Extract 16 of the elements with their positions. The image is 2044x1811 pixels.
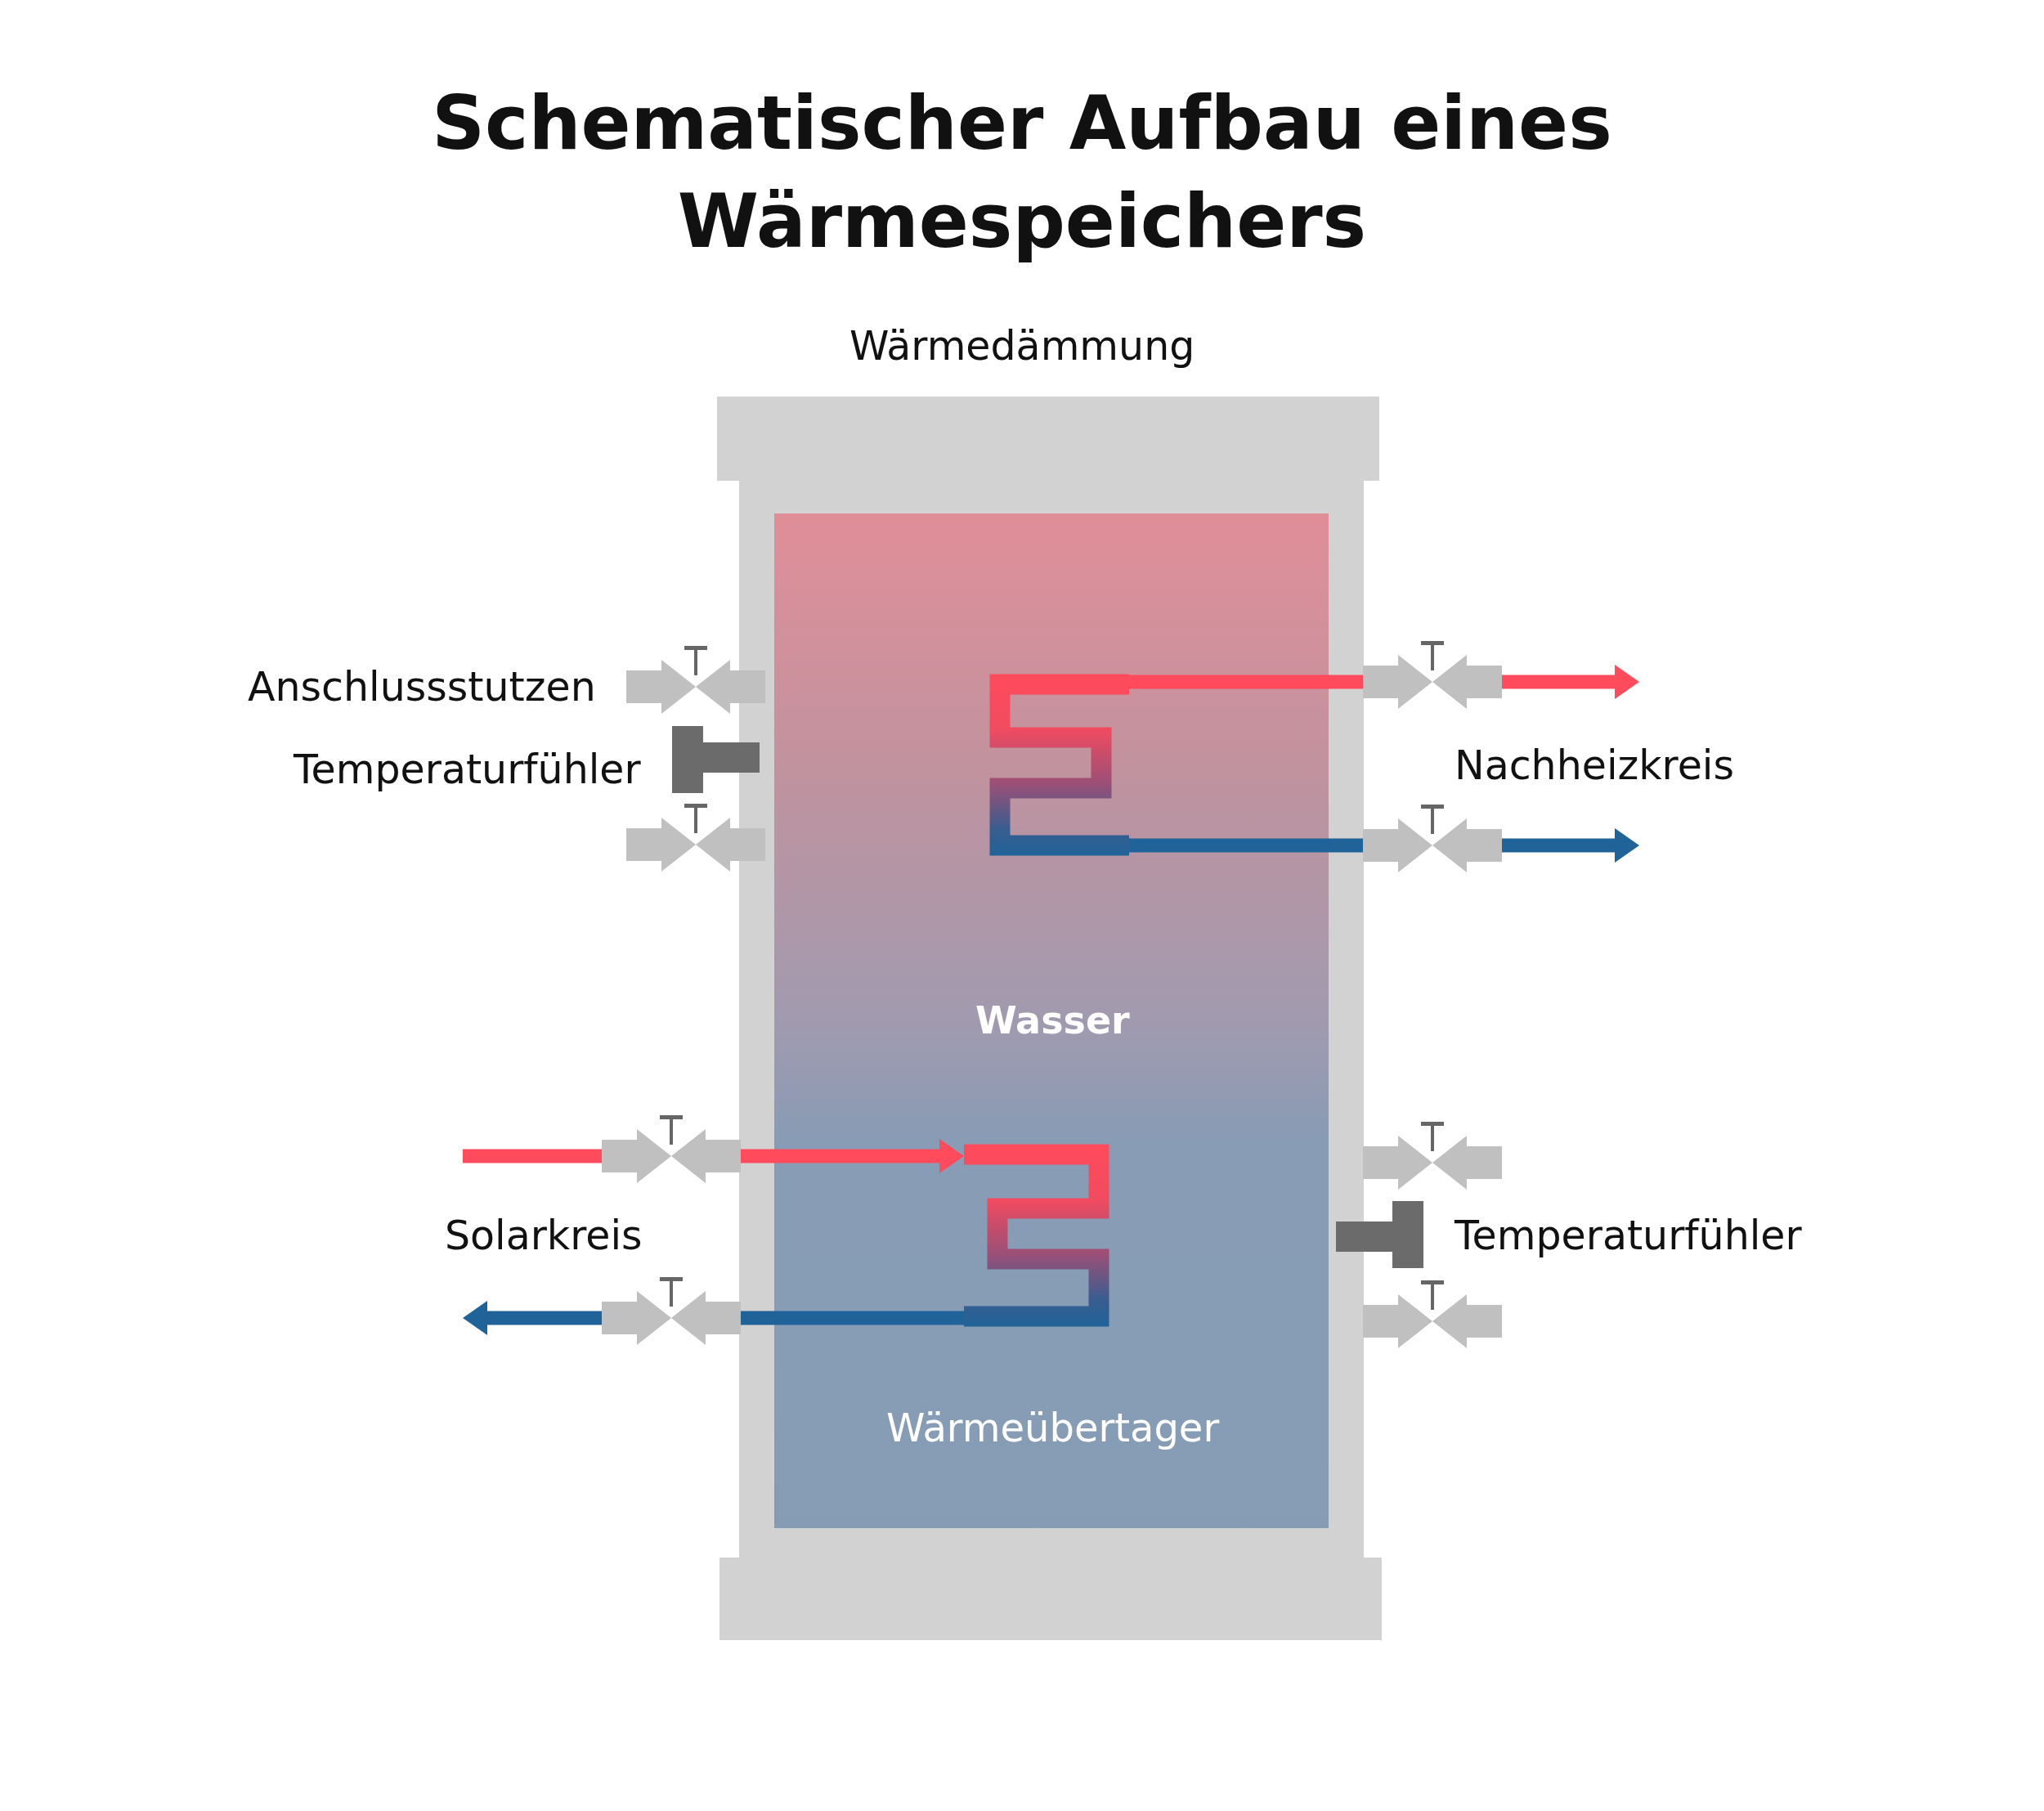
water-volume xyxy=(774,513,1329,1528)
insulation-label: Wärmedämmung xyxy=(849,322,1195,370)
heat-exchanger-label: Wärmeübertager xyxy=(886,1404,1220,1451)
pipe-arrow xyxy=(1129,828,1639,863)
part-label: Temperaturfühler xyxy=(1455,1212,1802,1260)
heat-exchanger-coil xyxy=(989,674,1129,856)
title: Schematischer Aufbau eines Wärmespeichers xyxy=(431,79,1613,266)
circuit-label: Nachheizkreis xyxy=(1455,742,1734,790)
part-label: Anschlussstutzen xyxy=(248,663,596,711)
pipe-arrow xyxy=(463,1301,964,1335)
heat-exchanger-coil xyxy=(964,1144,1109,1327)
part-label: Temperaturfühler xyxy=(294,746,641,794)
pipe-arrow xyxy=(463,1139,964,1173)
circuit-label: Solarkreis xyxy=(445,1212,643,1260)
water-label: Wasser xyxy=(975,998,1130,1043)
pipe-arrow xyxy=(1129,665,1639,699)
